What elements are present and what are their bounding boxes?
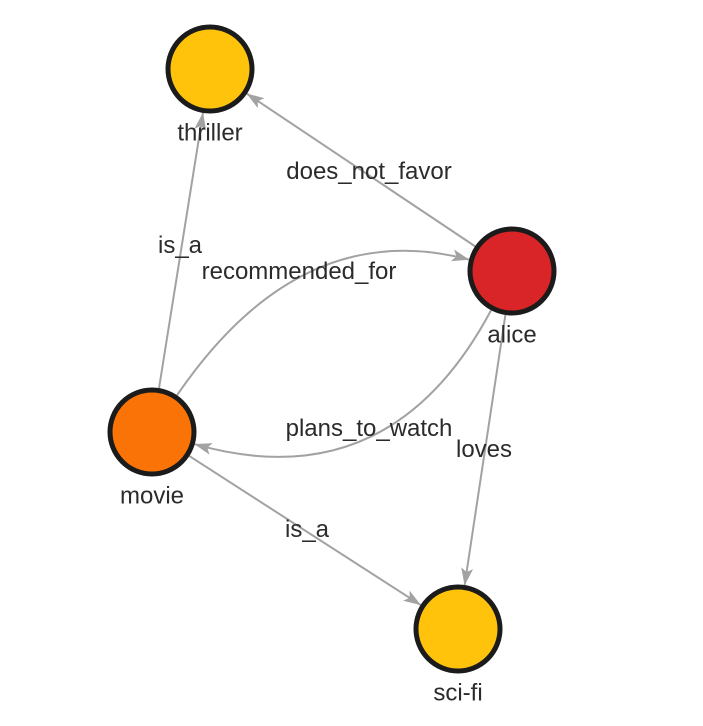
node-movie[interactable]: movie: [107, 387, 197, 510]
edge-label: loves: [456, 436, 512, 463]
node-label: sci-fi: [433, 680, 482, 707]
edge-line: [188, 455, 422, 606]
edge-label: is_a: [285, 516, 330, 543]
edge-movie-alice: recommended_for: [176, 249, 470, 396]
edge-label: plans_to_watch: [286, 415, 453, 442]
node-circle-alice[interactable]: [467, 226, 557, 316]
node-sci-fi[interactable]: sci-fi: [413, 584, 503, 707]
node-label: movie: [120, 483, 184, 510]
edge-label: is_a: [158, 232, 203, 259]
node-circle-sci-fi[interactable]: [413, 584, 503, 674]
edges-layer: is_a does_not_favor recommended_for plans_t…: [158, 92, 512, 606]
node-circle-thriller[interactable]: [165, 24, 255, 114]
edge-alice-thriller: does_not_favor: [246, 92, 476, 248]
edge-line: [461, 314, 507, 586]
edge-label: does_not_favor: [286, 158, 451, 185]
node-alice[interactable]: alice: [467, 226, 557, 349]
edge-line: [176, 249, 470, 396]
node-label: thriller: [177, 120, 242, 147]
edge-movie-thriller: is_a: [158, 112, 207, 389]
nodes-layer: thriller alice movie sci-fi: [107, 24, 557, 707]
node-circle-movie[interactable]: [107, 387, 197, 477]
edge-line: [158, 112, 207, 389]
edge-movie-sci-fi: is_a: [188, 455, 422, 606]
edge-label: recommended_for: [202, 258, 397, 285]
node-thriller[interactable]: thriller: [165, 24, 255, 147]
edge-line: [194, 309, 492, 458]
node-label: alice: [487, 322, 536, 349]
edge-alice-sci-fi: loves: [456, 314, 512, 586]
edge-alice-movie: plans_to_watch: [194, 309, 492, 458]
edge-line: [246, 92, 476, 248]
